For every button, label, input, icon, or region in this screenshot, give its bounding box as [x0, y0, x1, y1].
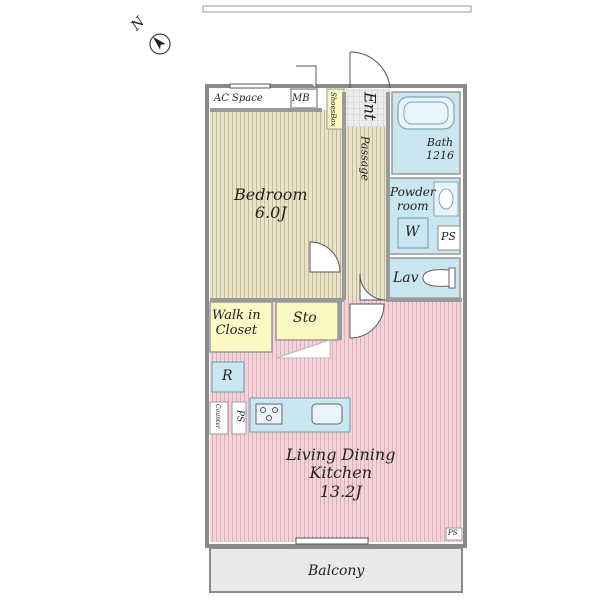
bathtub [397, 96, 455, 130]
mb-label: MB [292, 93, 310, 104]
powder-room-label: Powder room [390, 185, 436, 214]
balcony-area [209, 547, 463, 593]
ac-space-label: AC Space [214, 93, 263, 104]
bedroom-label: Bedroom 6.0J [234, 185, 308, 223]
bath-size: 1216 [426, 148, 454, 162]
powder-line1: Powder [390, 185, 436, 199]
corridor-bar [202, 5, 472, 13]
lav-label: Lav [393, 270, 419, 286]
floor-step [275, 339, 331, 359]
wic-line2: Closet [215, 322, 258, 338]
powder-line2: room [397, 198, 429, 213]
passage-floor [346, 126, 386, 302]
ps-label-upper: PS [441, 230, 456, 243]
interior-walls [210, 92, 462, 340]
stove-icon [255, 403, 283, 425]
ldk-line2: Kitchen [309, 463, 372, 483]
refrigerator-box [211, 361, 245, 393]
compass-icon [149, 33, 171, 55]
shoes-box-label: ShoesBox [329, 92, 338, 127]
ps-label-corner: PS [448, 529, 458, 537]
ps-box-kitchen [231, 401, 247, 435]
wic-line1: Walk in [212, 308, 261, 323]
balcony-label: Balcony [308, 563, 365, 579]
windows [229, 83, 369, 545]
washer-label: W [405, 224, 420, 240]
washbasin [433, 181, 459, 217]
bath-name: Bath [426, 136, 454, 149]
bedroom-name: Bedroom [234, 185, 308, 204]
toilet-icon [422, 267, 456, 289]
storage-label: Sto [293, 310, 317, 326]
ps-label-kitchen: PS [234, 410, 245, 423]
ldk-size: 13.2J [319, 481, 362, 501]
ps-box-upper [437, 225, 461, 251]
ldk-line1: Living Dining [286, 445, 396, 464]
door-swings [296, 51, 391, 339]
entrance-label: Ent [360, 92, 380, 121]
ps-box-corner [445, 527, 463, 541]
washer-box [397, 217, 429, 249]
entrance-floor [346, 89, 390, 127]
ac-space-area [210, 89, 290, 110]
bedroom-size: 6.0J [254, 203, 287, 223]
bath-label: Bath 1216 [426, 136, 454, 162]
walk-in-closet [209, 301, 273, 353]
refrigerator-label: R [222, 368, 233, 384]
storage-closet [275, 301, 339, 341]
passage-label: Passage [358, 136, 372, 181]
walk-in-closet-label: Walk in Closet [212, 308, 261, 339]
counter-label: Counter [213, 404, 221, 429]
sink-icon [311, 403, 343, 425]
counter-box [209, 401, 229, 435]
ldk-label: Living Dining Kitchen 13.2J [286, 445, 396, 501]
